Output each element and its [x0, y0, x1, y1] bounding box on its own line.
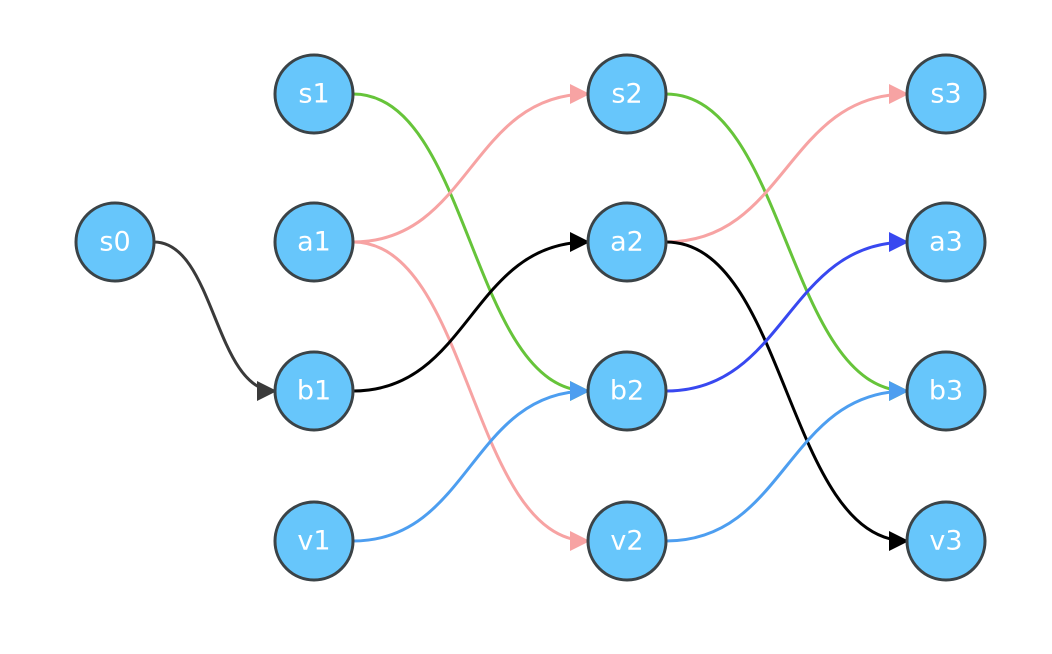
node-circle-b2: [586, 350, 668, 432]
edge-b1-to-a2: [352, 232, 590, 393]
edge-v1-to-b2: [352, 381, 590, 543]
node-label-a3: a3: [929, 227, 963, 258]
node-label-a1: a1: [297, 227, 331, 258]
node-s2: s2: [586, 53, 668, 135]
node-a2: a2: [586, 201, 668, 283]
node-circle-s0: [74, 201, 156, 283]
edges-layer: [153, 84, 909, 551]
node-circle-b3: [905, 350, 987, 432]
node-label-b2: b2: [610, 376, 644, 407]
node-label-v1: v1: [297, 526, 330, 557]
node-circle-a1: [273, 201, 355, 283]
node-a1: a1: [273, 201, 355, 283]
node-circle-a2: [586, 201, 668, 283]
node-s3: s3: [905, 53, 987, 135]
node-b3: b3: [905, 350, 987, 432]
node-b2: b2: [586, 350, 668, 432]
node-label-b1: b1: [297, 376, 331, 407]
edge-a2-to-s3: [665, 84, 909, 244]
edge-v2-to-b3: [665, 381, 909, 543]
node-circle-v3: [905, 500, 987, 582]
node-label-a2: a2: [610, 227, 644, 258]
node-v3: v3: [905, 500, 987, 582]
node-s0: s0: [74, 201, 156, 283]
node-v2: v2: [586, 500, 668, 582]
nodes-layer: s0 s1 a1 b1 v1 s2 a2 b2 v2 s3 a3 b3 v3: [74, 53, 987, 582]
node-circle-s3: [905, 53, 987, 135]
node-label-v2: v2: [610, 526, 643, 557]
node-circle-s1: [273, 53, 355, 135]
node-circle-a3: [905, 201, 987, 283]
edge-a2-to-v3: [665, 240, 909, 551]
node-label-s0: s0: [99, 227, 130, 258]
node-b1: b1: [273, 350, 355, 432]
node-label-b3: b3: [929, 376, 963, 407]
node-circle-v2: [586, 500, 668, 582]
node-circle-b1: [273, 350, 355, 432]
node-circle-s2: [586, 53, 668, 135]
node-label-s2: s2: [611, 79, 642, 110]
node-v1: v1: [273, 500, 355, 582]
edge-s0-to-b1: [153, 240, 277, 401]
node-label-s3: s3: [930, 79, 961, 110]
edge-a1-to-s2: [352, 84, 590, 244]
node-label-s1: s1: [298, 79, 329, 110]
node-a3: a3: [905, 201, 987, 283]
edge-b2-to-a3: [665, 232, 909, 393]
edge-a1-to-v2: [352, 240, 590, 551]
edge-s1-to-b2: [352, 92, 590, 401]
edge-s2-to-b3: [665, 92, 909, 401]
node-label-v3: v3: [929, 526, 962, 557]
node-s1: s1: [273, 53, 355, 135]
node-circle-v1: [273, 500, 355, 582]
